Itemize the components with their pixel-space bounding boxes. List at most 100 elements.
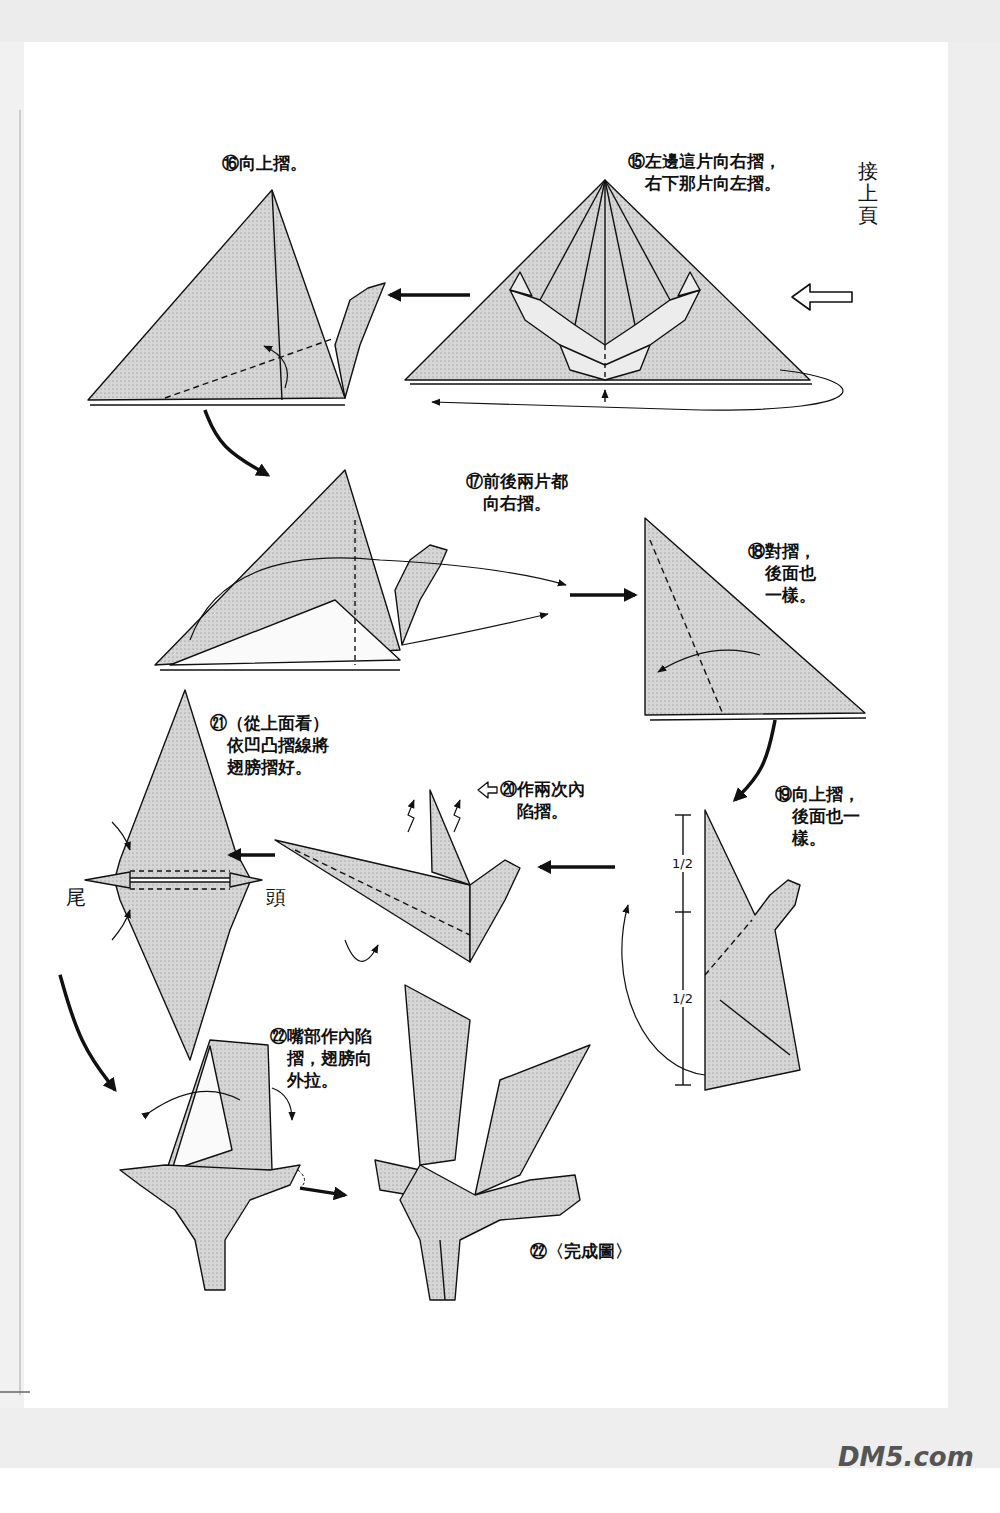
figure-line: [88, 190, 345, 400]
figure-line: [475, 1045, 590, 1195]
figure-line: [720, 1000, 790, 1055]
figure-line: [405, 180, 810, 380]
figure-line: [115, 882, 250, 1060]
figure-line: [705, 810, 800, 1090]
step-figure: ⑰前後兩片都 向右摺。: [155, 475, 570, 680]
figure-line: [604, 390, 605, 402]
figure-line: [510, 290, 700, 380]
figure-label: 頭: [266, 884, 286, 911]
figure-line: [658, 650, 760, 672]
figure-line: [120, 1165, 300, 1290]
figure-line: [85, 180, 866, 1300]
figure-line: [160, 669, 400, 670]
figure-line: [335, 283, 385, 398]
step-instruction: ⑯向上摺。: [222, 152, 307, 174]
figure-line: [622, 905, 705, 1075]
step-figure: ⑱對摺， 後面也 一樣。: [635, 515, 870, 720]
step-figure: ⑳作兩次內 陷摺。: [275, 820, 540, 965]
figure-line: [410, 383, 812, 384]
figure-line: [150, 1091, 240, 1112]
figure-line: [402, 614, 548, 645]
figure-label: DM5.com: [838, 1442, 974, 1472]
step-instruction: ㉒〈完成圖〉: [530, 1240, 632, 1262]
step-figure: ⑲向上摺， 後面也一 樣。: [615, 800, 870, 1095]
figure-line: [295, 850, 470, 935]
figure-line: [675, 814, 691, 815]
step-instruction: ⑳作兩次內 陷摺。: [500, 778, 590, 822]
figure-line: [645, 518, 865, 715]
figure-line: [264, 346, 287, 388]
figure-line: [0, 1391, 30, 1393]
figure-line: [130, 870, 230, 871]
figure-line: [170, 600, 400, 665]
figure-line: [405, 985, 470, 1165]
step-arrow: [300, 1188, 345, 1195]
figure-line: [540, 180, 605, 300]
step-instruction: ⑱對摺， 後面也 一樣。: [748, 540, 821, 606]
step18-figure: [645, 518, 866, 720]
vertical-note: 接上頁: [858, 160, 878, 226]
figure-line: [90, 404, 345, 405]
figure-line: [575, 180, 605, 325]
figure-line: [345, 940, 378, 961]
figure-line: [172, 1046, 232, 1170]
step-instruction: ㉒嘴部作內陷 摺，翅膀向 外拉。: [270, 1025, 377, 1091]
step-arrow: [390, 293, 470, 297]
step-arrow: [570, 593, 635, 597]
figure-line: [298, 1170, 305, 1188]
figure-line: [272, 190, 282, 400]
step-arrow: [60, 975, 115, 1090]
figure-line: [604, 180, 605, 345]
figure-line: [678, 272, 700, 296]
step-arrow: [540, 865, 615, 869]
figure-line: [675, 911, 691, 912]
figure-line: [470, 860, 520, 962]
figure-line: [605, 180, 635, 325]
step15-figure: [405, 180, 843, 410]
step-instruction: ⑰前後兩片都 向右摺。: [466, 470, 573, 514]
figure-line: [560, 345, 605, 365]
step20-figure: [275, 782, 520, 962]
figure-line: [605, 180, 670, 300]
step-figure: ㉒〈完成圖〉: [345, 985, 650, 1300]
figure-line: [165, 1040, 272, 1175]
figure-label: 1/2: [672, 855, 693, 872]
figure-line: [510, 272, 532, 296]
step19-figure: [622, 810, 800, 1090]
step-figure: ㉑（從上面看） 依凹凸摺線將 翅膀摺好。: [60, 690, 230, 1055]
step-figure: ⑮左邊這片向右摺， 右下那片向左摺。: [470, 178, 815, 393]
figure-line: [272, 1088, 292, 1120]
step-instruction: ⑮左邊這片向右摺， 右下那片向左摺。: [628, 150, 786, 194]
figure-line: [112, 822, 130, 850]
figure-label: 尾: [66, 884, 86, 911]
figure-line: [948, 42, 1000, 1412]
figure-line: [440, 1240, 445, 1300]
figure-line: [85, 872, 130, 888]
figure-line: [604, 345, 605, 380]
figure-line: [0, 0, 1000, 42]
step-arrow: [205, 410, 268, 475]
step-arrow: [735, 720, 775, 800]
step22-figure: [120, 1040, 305, 1290]
figure-line: [354, 520, 355, 665]
step-instruction: ⑲向上摺， 後面也一 樣。: [775, 783, 865, 849]
figure-line: [705, 920, 752, 975]
figure-line: [20, 110, 21, 1395]
figure-line: [675, 1084, 691, 1085]
figure-line: [112, 910, 130, 940]
figure-line: [454, 800, 460, 832]
step-figure: ⑯向上摺。: [88, 190, 390, 410]
step-arrow: [230, 853, 275, 857]
figure-line: [605, 345, 650, 365]
figure-line: [395, 545, 447, 645]
figure-line: [230, 873, 262, 887]
figure-line: [400, 1165, 580, 1300]
figure-line: [432, 370, 843, 410]
continue-arrow: [792, 284, 852, 310]
figure-line: [408, 800, 414, 832]
figure-line: [0, 42, 24, 1412]
